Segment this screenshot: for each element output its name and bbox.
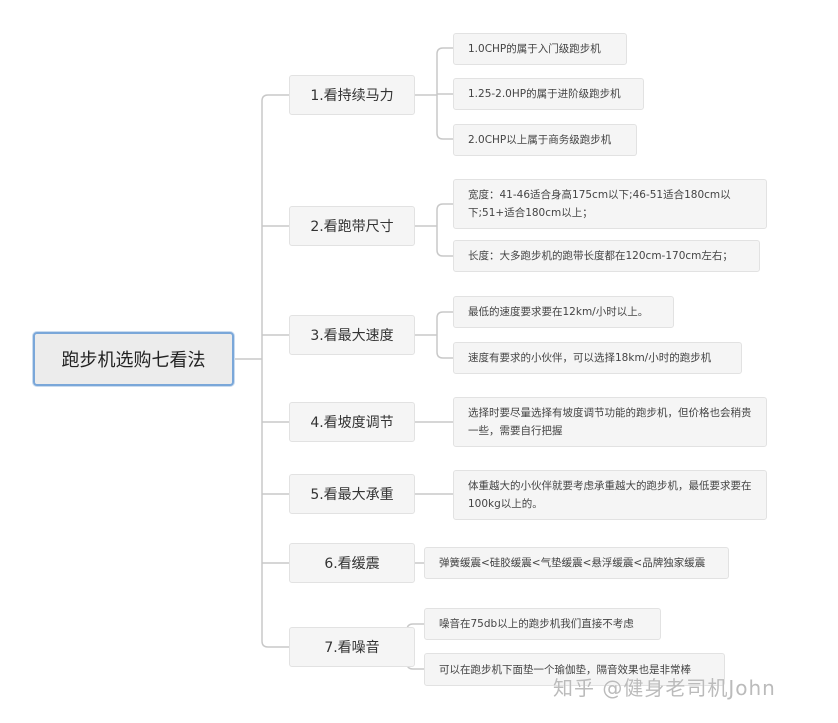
branch-horsepower[interactable]: 1.看持续马力 (289, 75, 415, 115)
leaf-node[interactable]: 1.25-2.0HP的属于进阶级跑步机 (453, 78, 644, 110)
leaf-node[interactable]: 弹簧缓震<硅胶缓震<气垫缓震<悬浮缓震<品牌独家缓震 (424, 547, 729, 579)
branch-incline[interactable]: 4.看坡度调节 (289, 402, 415, 442)
leaf-node[interactable]: 最低的速度要求要在12km/小时以上。 (453, 296, 674, 328)
leaf-node[interactable]: 噪音在75db以上的跑步机我们直接不考虑 (424, 608, 661, 640)
branch-noise[interactable]: 7.看噪音 (289, 627, 415, 667)
leaf-node[interactable]: 1.0CHP的属于入门级跑步机 (453, 33, 627, 65)
leaf-node[interactable]: 可以在跑步机下面垫一个瑜伽垫，隔音效果也是非常棒 (424, 653, 725, 686)
branch-max-load[interactable]: 5.看最大承重 (289, 474, 415, 514)
branch-cushioning[interactable]: 6.看缓震 (289, 543, 415, 583)
leaf-node[interactable]: 速度有要求的小伙伴，可以选择18km/小时的跑步机 (453, 342, 742, 374)
branch-max-speed[interactable]: 3.看最大速度 (289, 315, 415, 355)
root-node[interactable]: 跑步机选购七看法 (33, 332, 234, 386)
leaf-node[interactable]: 宽度：41-46适合身高175cm以下;46-51适合180cm以下;51+适合… (453, 179, 767, 229)
watermark: 知乎 @健身老司机John (553, 676, 776, 700)
leaf-node[interactable]: 2.0CHP以上属于商务级跑步机 (453, 124, 637, 156)
leaf-node[interactable]: 体重越大的小伙伴就要考虑承重越大的跑步机，最低要求要在100kg以上的。 (453, 470, 767, 520)
branch-belt-size[interactable]: 2.看跑带尺寸 (289, 206, 415, 246)
leaf-node[interactable]: 长度：大多跑步机的跑带长度都在120cm-170cm左右； (453, 240, 760, 272)
leaf-node[interactable]: 选择时要尽量选择有坡度调节功能的跑步机，但价格也会稍贵一些，需要自行把握 (453, 397, 767, 447)
